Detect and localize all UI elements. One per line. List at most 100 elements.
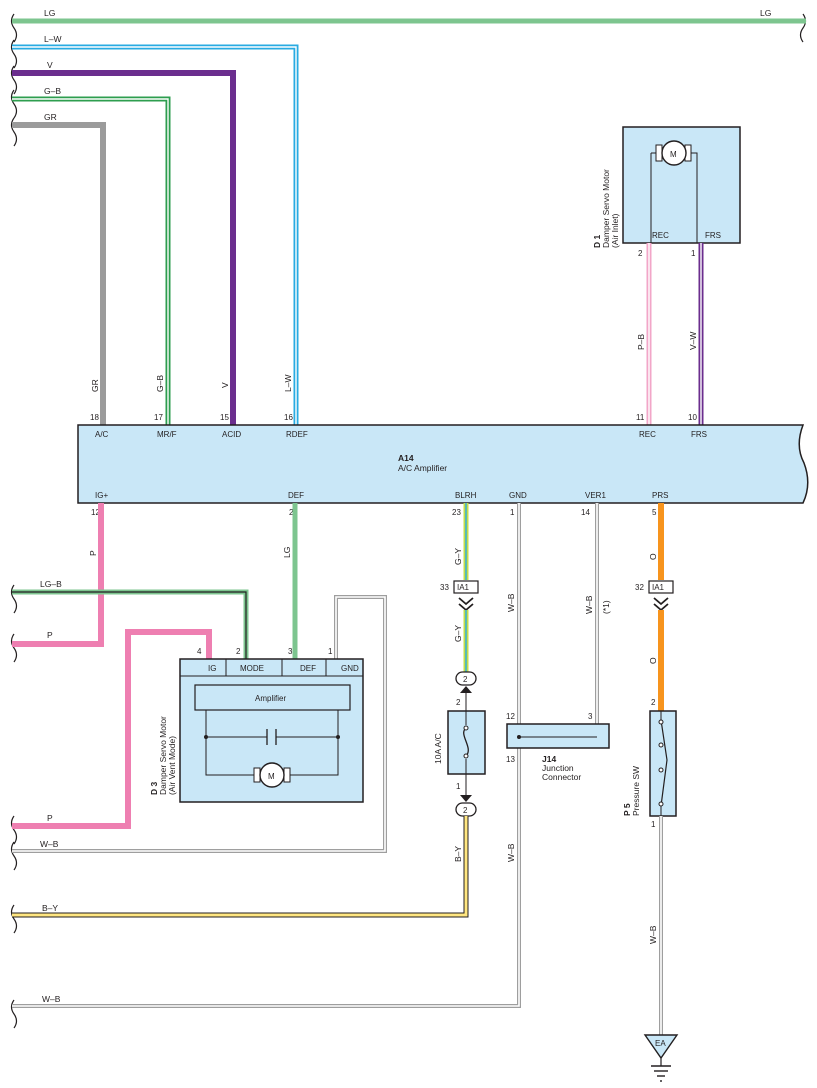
fuse-pin-bottom: 1 [456, 782, 461, 791]
wire-by [12, 816, 469, 918]
wire-p-d3 [12, 629, 212, 829]
label-o-upper: O [648, 553, 658, 560]
label-gb: G–B [44, 86, 61, 96]
a14-pin-blrh: BLRH [455, 491, 477, 500]
a14-pin-num-23: 23 [452, 508, 461, 517]
a14-pin-gnd: GND [509, 491, 527, 500]
label-pb-vert: P–B [636, 334, 646, 350]
label-p-upper: P [47, 630, 53, 640]
label-gb-vert: G–B [155, 375, 165, 392]
pressure-switch-icon [660, 719, 668, 807]
label-lg-left: LG [44, 8, 55, 18]
svg-text:P 5: P 5 [622, 803, 632, 816]
label-star1: (*1) [601, 600, 611, 614]
j14-pin-3: 3 [588, 712, 593, 721]
d3-pin-ig: IG [208, 664, 216, 673]
svg-text:IA1: IA1 [457, 583, 470, 592]
a14-component-box [77, 424, 809, 504]
j14-pin-12: 12 [506, 712, 515, 721]
d3-pin-mode: MODE [240, 664, 264, 673]
d3-title: D 3 Damper Servo Motor (Air Vent Mode) [149, 716, 177, 795]
svg-text:2: 2 [463, 675, 468, 684]
a14-pin-num-16: 16 [284, 413, 293, 422]
j14-pin-13: 13 [506, 755, 515, 764]
d1-title: D 1 Damper Servo Motor (Air Inlet) [592, 169, 620, 248]
ia1-left-connector [453, 580, 479, 594]
a14-pin-frs: FRS [691, 430, 707, 439]
j14-code: J14 [542, 754, 556, 764]
label-v: V [47, 60, 53, 70]
j14-name-2: Connector [542, 772, 581, 782]
a14-pin-def: DEF [288, 491, 304, 500]
a14-pin-ver1: VER1 [585, 491, 606, 500]
ia1-right-num: 32 [635, 583, 644, 592]
p5-pin-top: 2 [651, 698, 656, 707]
label-p-lower: P [47, 813, 53, 823]
svg-text:D 1: D 1 [592, 235, 602, 249]
d1-pin-1: 1 [691, 249, 696, 258]
p5-component-box [649, 710, 677, 817]
label-wb-gnd: W–B [506, 593, 516, 612]
ground-ea-triangle [643, 1034, 679, 1060]
label-gy-lower: G–Y [453, 625, 463, 642]
d3-amplifier-label: Amplifier [255, 694, 286, 703]
a14-pin-igplus: IG+ [95, 491, 108, 500]
svg-text:D 3: D 3 [149, 782, 159, 796]
a14-pin-prs: PRS [652, 491, 668, 500]
label-lgb: LG–B [40, 579, 62, 589]
d3-pin-num-2: 2 [236, 647, 241, 656]
ground-label: EA [655, 1039, 666, 1048]
wire-v [12, 70, 236, 425]
a14-pin-num-18: 18 [90, 413, 99, 422]
svg-text:2: 2 [463, 806, 468, 815]
d1-pin-2: 2 [638, 249, 643, 258]
d3-pin-num-3: 3 [288, 647, 293, 656]
label-o-lower: O [648, 657, 658, 664]
label-wb-p5: W–B [648, 925, 658, 944]
d3-pin-num-1: 1 [328, 647, 333, 656]
a14-code: A14 [398, 453, 414, 463]
a14-pin-num-17: 17 [154, 413, 163, 422]
a14-pin-num-15: 15 [220, 413, 229, 422]
label-wb-j14: W–B [506, 843, 516, 862]
label-wb-left: W–B [40, 839, 59, 849]
fuse-label: 10A A/C [433, 733, 443, 764]
a14-pin-num-14: 14 [581, 508, 590, 517]
svg-text:(Air Inlet): (Air Inlet) [610, 213, 620, 248]
a14-pin-ac: A/C [95, 430, 109, 439]
j14-name-1: Junction [542, 763, 574, 773]
ia1-right-connector [648, 580, 674, 594]
a14-pin-num-11: 11 [636, 413, 645, 422]
d3-motor-icon [259, 762, 285, 788]
d1-pin-frs-label: FRS [705, 231, 721, 240]
label-p-vert: P [88, 550, 98, 556]
wire-lw [12, 44, 299, 425]
svg-text:IA1: IA1 [652, 583, 665, 592]
label-wb-ver1: W–B [584, 595, 594, 614]
d3-pin-num-4: 4 [197, 647, 202, 656]
wire-gb [12, 96, 171, 425]
a14-pin-num-10: 10 [688, 413, 697, 422]
a14-name: A/C Amplifier [398, 463, 447, 473]
svg-text:M: M [268, 772, 275, 781]
label-gr: GR [44, 112, 57, 122]
label-lg-right: LG [760, 8, 771, 18]
d3-amplifier-block [194, 684, 351, 711]
wire-gr [12, 122, 106, 425]
label-gy-upper: G–Y [453, 548, 463, 565]
label-by-vert: B–Y [453, 846, 463, 862]
svg-text:Damper Servo Motor: Damper Servo Motor [158, 716, 168, 795]
p5-title: P 5 Pressure SW [622, 766, 641, 816]
d3-pin-def: DEF [300, 664, 316, 673]
a14-pin-num-1: 1 [510, 508, 515, 517]
label-lg-vert: LG [282, 547, 292, 558]
d1-motor-icon [661, 140, 687, 166]
wire-break-marks [10, 13, 807, 1029]
label-lw: L–W [44, 34, 61, 44]
p5-pin-bottom: 1 [651, 820, 656, 829]
fuse-pin-top: 2 [456, 698, 461, 707]
label-v-vert: V [220, 382, 230, 388]
a14-pin-num-12: 12 [91, 508, 100, 517]
a14-pin-acid: ACID [222, 430, 241, 439]
